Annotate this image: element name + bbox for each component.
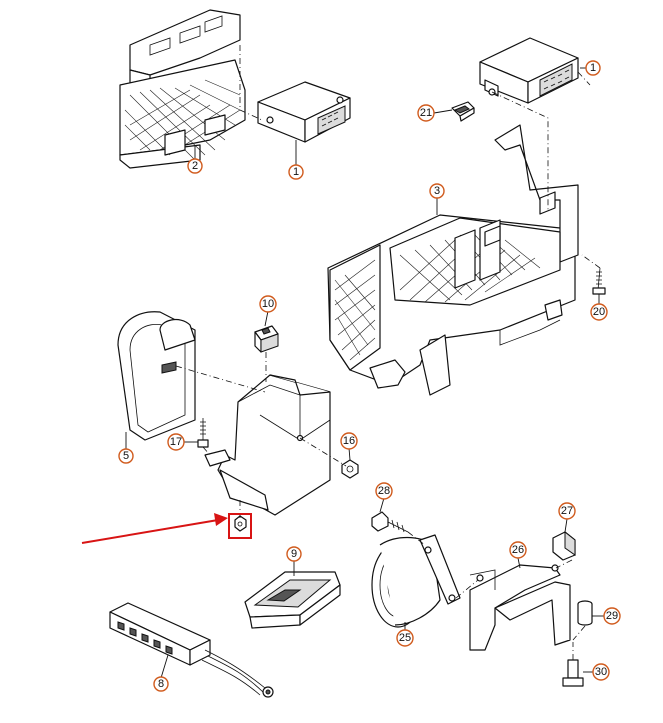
part-nut-highlighted: [234, 515, 247, 532]
leader-lines: [125, 67, 604, 679]
part-9-switch: [244, 571, 341, 629]
callout-27: 27: [558, 502, 576, 520]
part-26-bracket: [469, 564, 571, 651]
part-20-screw: [592, 267, 606, 295]
part-housing-box: [204, 374, 331, 516]
callout-25: 25: [396, 629, 414, 647]
callout-25-label: 25: [399, 632, 411, 644]
callout-21: 21: [417, 104, 435, 122]
part-8-module-cable: [109, 602, 274, 698]
callout-10-label: 10: [262, 298, 274, 310]
part-10-connector: [254, 325, 279, 353]
part-29-bushing: [577, 600, 593, 626]
callout-8: 8: [153, 676, 169, 692]
callout-29: 29: [603, 607, 621, 625]
part-30-stud: [562, 659, 584, 687]
callout-3-label: 3: [434, 185, 440, 197]
alignment-lines: [175, 45, 601, 660]
highlight-arrow: [81, 519, 219, 544]
callout-8-label: 8: [158, 678, 164, 690]
callout-20-label: 20: [593, 306, 605, 318]
callout-9: 9: [286, 546, 302, 562]
part-25-horn-right: [371, 534, 461, 628]
part-17-bolt: [197, 418, 209, 448]
callout-16-label: 16: [343, 435, 355, 447]
highlight-annotation: [81, 513, 252, 544]
callout-2: 2: [187, 158, 203, 174]
callout-30: 30: [592, 663, 610, 681]
callout-21-label: 21: [420, 107, 432, 119]
callout-10: 10: [259, 295, 277, 313]
callout-9-label: 9: [291, 548, 297, 560]
callout-5: 5: [118, 448, 134, 464]
callout-1a: 1: [585, 60, 601, 76]
callout-3: 3: [429, 183, 445, 199]
callout-27-label: 27: [561, 505, 573, 517]
part-28-screw: [371, 511, 409, 533]
part-21-clip: [451, 101, 475, 122]
part-27-clip: [552, 530, 576, 561]
part-16-nut: [341, 459, 359, 479]
callout-16: 16: [340, 432, 358, 450]
callout-20: 20: [590, 303, 608, 321]
callout-17-label: 17: [170, 436, 182, 448]
callout-28-label: 28: [378, 485, 390, 497]
callout-30-label: 30: [595, 666, 607, 678]
part-1-control-module-right: [479, 37, 579, 104]
callout-1b: 1: [288, 164, 304, 180]
part-2-bracket: [119, 9, 246, 169]
callout-26-label: 26: [512, 544, 524, 556]
part-3-carrier: [327, 124, 579, 396]
part-1-control-module-left: [257, 81, 351, 143]
highlight-box: [228, 513, 252, 539]
highlight-arrowhead: [214, 513, 228, 526]
callout-2-label: 2: [192, 160, 198, 172]
callout-29-label: 29: [606, 610, 618, 622]
part-5-horn-left: [117, 311, 196, 441]
callout-26: 26: [509, 541, 527, 559]
callout-17: 17: [167, 433, 185, 451]
callout-5-label: 5: [123, 450, 129, 462]
callout-28: 28: [375, 482, 393, 500]
callout-1b-label: 1: [293, 166, 299, 178]
callout-1a-label: 1: [590, 62, 596, 74]
